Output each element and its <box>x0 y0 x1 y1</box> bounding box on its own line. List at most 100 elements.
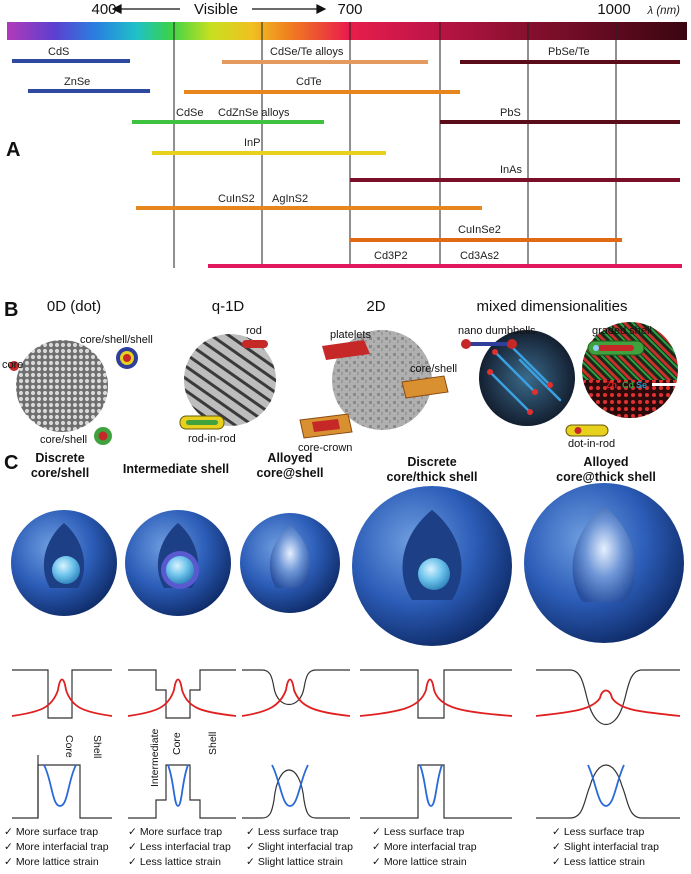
label-inas: InAs <box>500 164 523 176</box>
label-znse: ZnSe <box>64 76 90 88</box>
check-mark: ✓ <box>128 826 137 838</box>
col5-title-line1: Alloyed <box>583 455 628 469</box>
label-cd3as2: Cd3As2 <box>460 250 499 262</box>
tem-rods-image <box>184 334 276 426</box>
header-2d: 2D <box>366 298 385 315</box>
svg-text:✓Less interfacial trap: ✓Less interfacial trap <box>128 841 231 853</box>
svg-text:✓More interfacial trap: ✓More interfacial trap <box>372 841 477 853</box>
tick-700: 700 <box>337 1 362 18</box>
label-core: core <box>2 359 23 371</box>
label-inp: InP <box>244 137 261 149</box>
label-core-crown: core-crown <box>298 442 352 454</box>
check-mark: ✓ <box>128 856 137 868</box>
core-shell-plate-icon <box>401 375 449 399</box>
label-rod: rod <box>246 325 262 337</box>
graded-shell-icon <box>587 340 645 356</box>
fluorescence-image <box>479 330 575 426</box>
sphere-alloyed-core-shell <box>240 513 340 613</box>
band-diagram-col3 <box>241 669 351 819</box>
bullet-col4-3: More lattice strain <box>384 856 467 868</box>
panel-label-b: B <box>4 299 18 321</box>
svg-text:✓More lattice strain: ✓More lattice strain <box>372 856 467 868</box>
sphere-intermediate-shell <box>125 510 231 616</box>
label-platelets: platelets <box>330 329 371 341</box>
dot-in-rod-icon <box>565 424 609 437</box>
col4-title-line2: core/thick shell <box>386 470 477 484</box>
check-mark: ✓ <box>128 841 137 853</box>
col5-title-line2: core@thick shell <box>556 470 656 484</box>
band-diagram-col5 <box>535 669 681 819</box>
unit-label: λ (nm) <box>647 5 681 17</box>
label-rod-in-rod: rod-in-rod <box>188 433 236 445</box>
check-mark: ✓ <box>4 826 13 838</box>
label-shell-col1: Shell <box>91 735 103 758</box>
sphere-discrete-core-shell <box>11 510 117 616</box>
core-crown-icon <box>299 413 353 439</box>
check-mark: ✓ <box>246 826 255 838</box>
label-cdte: CdTe <box>296 76 322 88</box>
spectrum-bar <box>7 22 687 40</box>
header-0d: 0D (dot) <box>47 298 101 315</box>
label-cd3p2: Cd3P2 <box>374 250 408 262</box>
label-core-shell-2d: core/shell <box>410 363 457 375</box>
bullet-col1-2: More interfacial trap <box>16 841 109 853</box>
bullet-col5-2: Slight interfacial trap <box>564 841 659 853</box>
check-mark: ✓ <box>372 826 381 838</box>
panel-label-c: C <box>4 452 18 474</box>
bullet-col2-1: More surface trap <box>140 826 222 838</box>
svg-text:✓More interfacial trap: ✓More interfacial trap <box>4 841 109 853</box>
col2-title: Intermediate shell <box>123 462 229 476</box>
panel-label-a: A <box>6 139 20 161</box>
bullets-col1: ✓More surface trap ✓More interfacial tra… <box>4 826 109 868</box>
svg-text:✓Less surface trap: ✓Less surface trap <box>246 826 339 838</box>
sphere-alloyed-thick-shell <box>524 483 684 643</box>
check-mark: ✓ <box>552 856 561 868</box>
col1-title-line2: core/shell <box>31 466 89 480</box>
col3-title-line1: Alloyed <box>267 451 312 465</box>
label-core-col2: Core <box>171 732 183 755</box>
tick-400: 400 <box>91 1 116 18</box>
band-diagram-col2: Intermediate Core Shell <box>127 669 237 819</box>
label-cuinse2: CuInSe2 <box>458 224 501 236</box>
svg-text:✓More lattice strain: ✓More lattice strain <box>4 856 99 868</box>
svg-text:✓Less lattice strain: ✓Less lattice strain <box>128 856 221 868</box>
label-pbsete: PbSe/Te <box>548 46 590 58</box>
panel-c: C Discrete core/shell Intermediate shell… <box>4 451 684 868</box>
svg-text:✓More surface trap: ✓More surface trap <box>4 826 98 838</box>
bullet-col1-1: More surface trap <box>16 826 98 838</box>
check-mark: ✓ <box>372 841 381 853</box>
check-mark: ✓ <box>552 841 561 853</box>
bullet-col2-2: Less interfacial trap <box>140 841 231 853</box>
header-mixed: mixed dimensionalities <box>477 298 628 315</box>
svg-text:✓Less surface trap: ✓Less surface trap <box>372 826 465 838</box>
legend-cd: Cd <box>622 380 634 390</box>
platelet-icon <box>322 340 370 360</box>
label-dot-in-rod: dot-in-rod <box>568 438 615 450</box>
bullet-col3-3: Slight lattice strain <box>258 856 343 868</box>
visible-arrow <box>111 4 327 14</box>
check-mark: ✓ <box>246 841 255 853</box>
label-core-col1: Core <box>63 735 75 758</box>
svg-text:✓More surface trap: ✓More surface trap <box>128 826 222 838</box>
material-labels: CdS ZnSe CdSe/Te alloys CdTe PbSe/Te CdS… <box>48 46 590 262</box>
label-cdznse: CdZnSe alloys <box>218 107 290 119</box>
label-cdse: CdSe <box>176 107 204 119</box>
label-graded-shell: graded shell <box>592 325 652 337</box>
vertical-gridlines <box>173 22 617 268</box>
bullet-col3-2: Slight interfacial trap <box>258 841 353 853</box>
label-core-shell-shell: core/shell/shell <box>80 334 153 346</box>
rod-icon <box>242 340 268 348</box>
bullets-col5: ✓Less surface trap ✓Slight interfacial t… <box>552 826 659 868</box>
check-mark: ✓ <box>552 826 561 838</box>
legend-se: Se <box>636 380 647 390</box>
bullet-col2-3: Less lattice strain <box>140 856 221 868</box>
col3-title-line2: core@shell <box>256 466 323 480</box>
svg-text:✓Slight interfacial trap: ✓Slight interfacial trap <box>246 841 353 853</box>
svg-text:✓Less lattice strain: ✓Less lattice strain <box>552 856 645 868</box>
bullet-col4-1: Less surface trap <box>384 826 465 838</box>
panel-b: B 0D (dot) q-1D 2D mixed dimensionalitie… <box>2 298 678 454</box>
col1-title-line1: Discrete <box>35 451 84 465</box>
rod-in-rod-icon <box>179 415 225 430</box>
legend-zn: Zn <box>606 380 617 390</box>
